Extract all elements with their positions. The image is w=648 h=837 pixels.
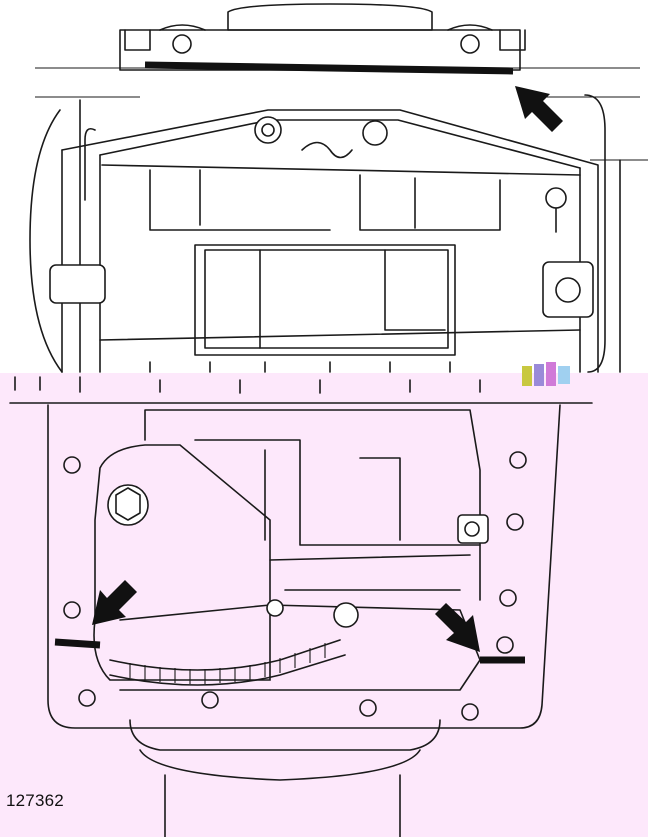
arrow-icon [92, 580, 137, 625]
arrow-icon [435, 603, 480, 652]
bolt-boss [254, 116, 282, 144]
side-boss [542, 261, 594, 318]
bolt-boss [362, 120, 388, 146]
bolt-hole [460, 34, 480, 54]
lower-view-drawing [0, 362, 648, 837]
side-boss [49, 264, 106, 304]
arrow-icon [515, 86, 563, 132]
tensioner-bolt [333, 602, 359, 628]
upper-view-drawing [29, 3, 648, 373]
figure-number: 127362 [6, 791, 64, 810]
bolt-head [107, 484, 149, 526]
upper-view-panel [0, 0, 648, 373]
sealant-bead-line [54, 638, 101, 649]
graphic-artifact [522, 362, 570, 386]
bolt-hole [172, 34, 192, 54]
sealant-bead-line [144, 61, 514, 75]
locating-pin [545, 187, 567, 209]
drive-belt [129, 643, 326, 684]
